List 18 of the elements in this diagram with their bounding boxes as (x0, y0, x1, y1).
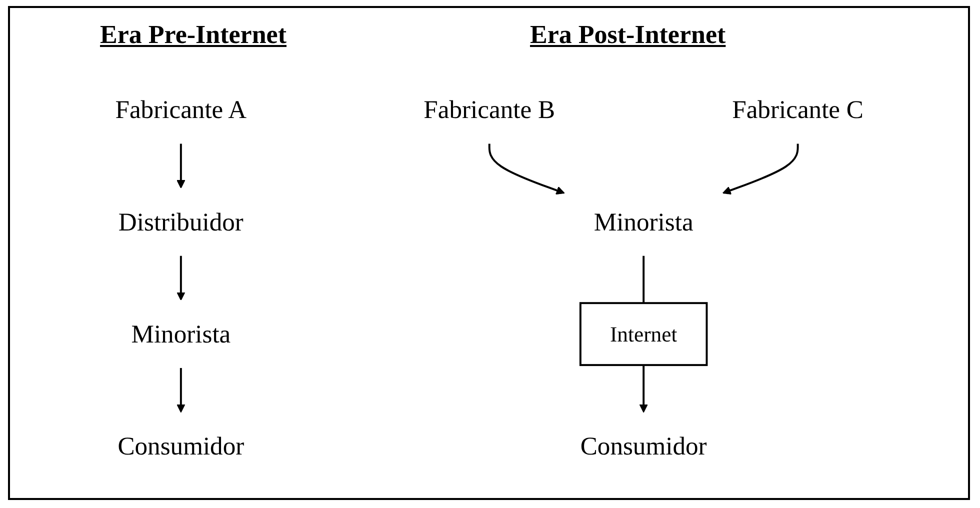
node-text: Distribuidor (118, 208, 244, 236)
section-heading: Era Pre-Internet (100, 20, 287, 50)
node-box: Internet (579, 302, 708, 366)
arrow (176, 144, 185, 188)
node-text: Fabricante C (732, 96, 864, 124)
arrow (488, 144, 564, 195)
connector (642, 256, 644, 304)
arrow (722, 144, 798, 195)
section-heading: Era Post-Internet (530, 20, 726, 50)
arrow (176, 368, 185, 413)
node-text: Consumidor (117, 432, 244, 460)
node-text: Minorista (130, 320, 230, 348)
arrow (638, 365, 648, 413)
node-text: Fabricante B (423, 96, 555, 124)
node-text: Minorista (593, 208, 693, 236)
arrow (176, 256, 185, 301)
node-text: Consumidor (580, 432, 706, 460)
node-text: Fabricante A (114, 96, 246, 124)
